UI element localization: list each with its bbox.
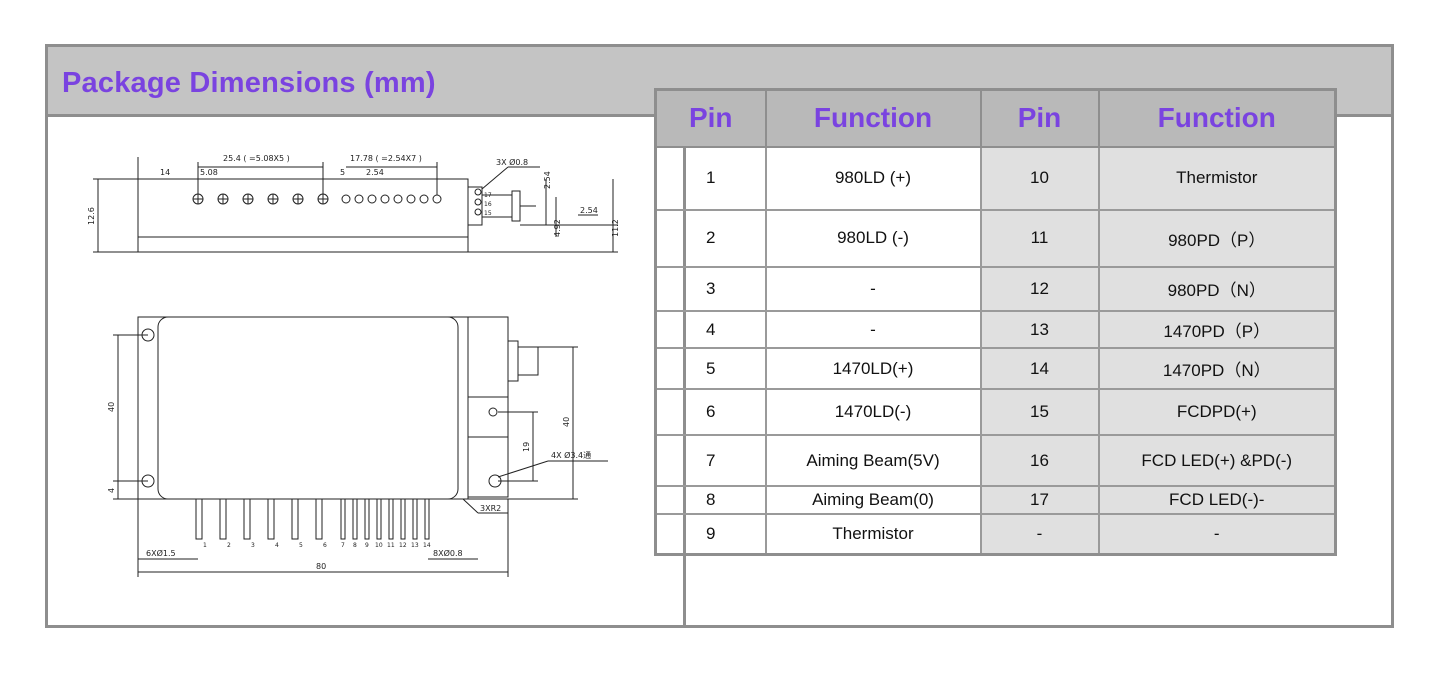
table-row: 2 980LD (-) 11 980PD（P） [654,209,1337,268]
dim-bottom-4: 4 [107,488,116,493]
table-row: 6 1470LD(-) 15 FCDPD(+) [654,387,1337,437]
panel-title: Package Dimensions (mm) [62,67,436,99]
pin-label-7: 7 [341,542,345,549]
table-row: 5 1470LD(+) 14 1470PD（N） [654,347,1337,390]
pin-cell: 2 [654,209,767,268]
pin-cell: 4 [654,310,767,350]
pin-function-table: Pin Function Pin Function 1 980LD (+) 10… [654,88,1337,556]
table-row: 7 Aiming Beam(5V) 16 FCD LED(+) &PD(-) [654,434,1337,487]
pin-cell: 16 [979,434,1100,487]
dim-top-12: 12.6 [87,207,96,225]
function-cell: 1470PD（P） [1097,310,1337,350]
dim-bottom-pins-a: 6XØ1.5 [146,548,176,558]
pin-cell: 7 [654,434,767,487]
pin-cell: 14 [979,347,1100,390]
function-cell: 1470LD(-) [764,387,982,437]
pin-label-14: 14 [423,542,431,549]
table-header-row: Pin Function Pin Function [654,88,1337,148]
dim-bottom-holes: 4X Ø3.4通 [551,450,591,460]
table-row: 3 - 12 980PD（N） [654,265,1337,313]
pin-label-6: 6 [323,542,327,549]
dim-top-3: 14 [160,168,170,177]
bottom-pins [195,498,430,540]
pin-label-4: 4 [275,542,279,549]
function-cell: 1470LD(+) [764,347,982,390]
function-cell: FCD LED(-)- [1097,484,1337,516]
pin-cell: 8 [654,484,767,516]
function-cell: Thermistor [1097,145,1337,212]
pin-number-labels: 1 2 3 4 5 6 7 8 9 10 11 12 13 14 [203,542,431,549]
table-row: 9 Thermistor - - [654,513,1337,556]
header-pin-1: Pin [654,88,767,148]
dim-bottom-pins-b: 8XØ0.8 [433,548,463,558]
pin-label-11: 11 [387,542,395,549]
pin-cell: - [979,513,1100,556]
function-cell: Thermistor [764,513,982,556]
pin-cell: 15 [979,387,1100,437]
pin-label-10: 10 [375,542,383,549]
pin-cell: 6 [654,387,767,437]
pin-cell: 9 [654,513,767,556]
function-cell: 1470PD（N） [1097,347,1337,390]
dim-bottom-radius: 3XR2 [480,504,501,513]
top-view-body [137,178,469,253]
header-function-1: Function [764,88,982,148]
pin-cell: 12 [979,265,1100,313]
bottom-view-body [137,316,469,500]
table-row: 1 980LD (+) 10 Thermistor [654,145,1337,212]
function-cell: Aiming Beam(5V) [764,434,982,487]
pin-label-1: 1 [203,542,207,549]
pin-label-12: 12 [399,542,407,549]
table-row: 4 - 13 1470PD（P） [654,310,1337,350]
function-cell: FCD LED(+) &PD(-) [1097,434,1337,487]
pin-cell: 10 [979,145,1100,212]
pin-cell: 11 [979,209,1100,268]
function-cell: - [764,265,982,313]
pin-label-13: 13 [411,542,419,549]
function-cell: - [764,310,982,350]
connector-pin-17: 17 [484,192,492,199]
dim-top-10: 4.92 [553,219,562,237]
table-row: 8 Aiming Beam(0) 17 FCD LED(-)- [654,484,1337,516]
dim-top-5: 5 [340,168,345,177]
pin-label-2: 2 [227,542,231,549]
dim-top-6: 2.54 [366,168,384,177]
function-cell: 980LD (-) [764,209,982,268]
pin-cell: 17 [979,484,1100,516]
technical-drawing: 25.4 ( =5.08X5 ) 17.78 ( =2.54X7 ) 14 5.… [87,154,620,577]
pin-label-9: 9 [365,542,369,549]
function-cell: 980PD（N） [1097,265,1337,313]
dim-bottom-19: 19 [522,442,531,452]
function-cell: 980PD（P） [1097,209,1337,268]
pin-cell: 5 [654,347,767,390]
header-pin-2: Pin [979,88,1100,148]
dim-top-1: 25.4 ( =5.08X5 ) [223,154,290,163]
connector-pin-16: 16 [484,201,492,208]
function-cell: FCDPD(+) [1097,387,1337,437]
dim-top-11: 11.2 [611,219,620,237]
dim-top-8: 2.54 [580,206,598,215]
pin-label-8: 8 [353,542,357,549]
function-cell: Aiming Beam(0) [764,484,982,516]
pin-cell: 3 [654,265,767,313]
pin-label-3: 3 [251,542,255,549]
dim-bottom-40b: 40 [562,417,571,427]
top-pins [192,188,482,216]
dim-bottom-40a: 40 [107,402,116,412]
pin-cell: 1 [654,145,767,212]
dim-top-7: 3X Ø0.8 [496,157,528,167]
function-cell: - [1097,513,1337,556]
dim-top-9: 2.54 [543,171,552,189]
dim-top-4: 5.08 [200,168,218,177]
pin-label-5: 5 [299,542,303,549]
function-cell: 980LD (+) [764,145,982,212]
dimension-drawing: 25.4 ( =5.08X5 ) 17.78 ( =2.54X7 ) 14 5.… [78,127,668,577]
dim-top-2: 17.78 ( =2.54X7 ) [350,154,422,163]
connector-pin-15: 15 [484,210,492,217]
dim-bottom-80: 80 [316,562,326,571]
header-function-2: Function [1097,88,1337,148]
pin-cell: 13 [979,310,1100,350]
